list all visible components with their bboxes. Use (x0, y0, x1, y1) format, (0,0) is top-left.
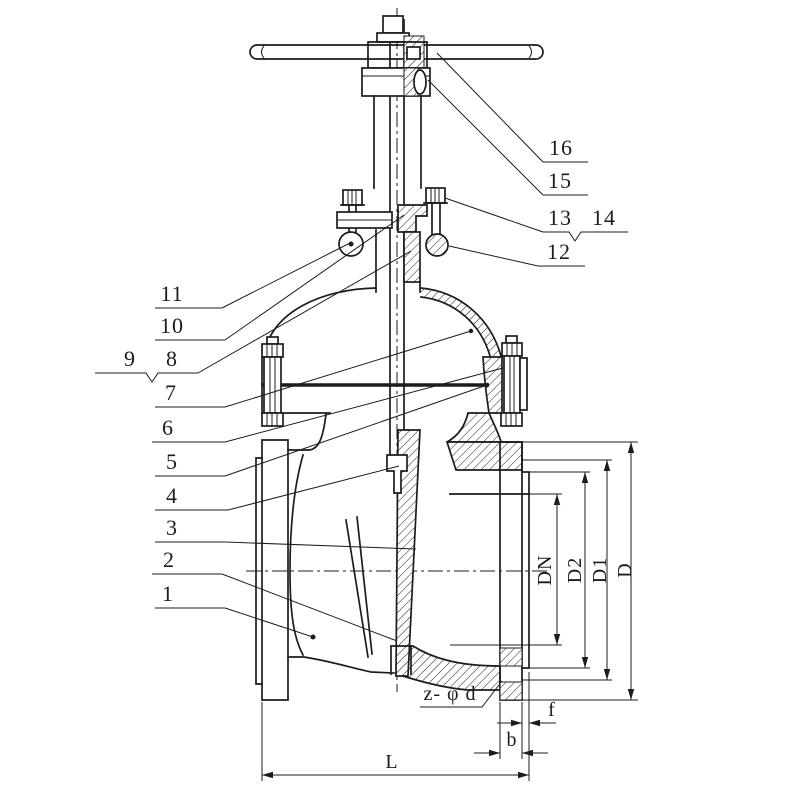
callout-leaders (95, 52, 628, 642)
callout-12: 12 (547, 239, 571, 264)
dimension-lines (261, 441, 638, 781)
callout-13: 13 (548, 205, 572, 230)
dim-label-dn: DN (534, 554, 556, 586)
callout-8: 8 (166, 346, 178, 371)
dim-label-d2: D2 (564, 556, 586, 584)
callout-4: 4 (166, 483, 178, 508)
dim-label-l: L (385, 751, 399, 773)
bonnet (263, 287, 503, 358)
callout-15: 15 (548, 168, 572, 193)
callout-2: 2 (163, 547, 175, 572)
callout-1: 1 (162, 581, 174, 606)
callout-7: 7 (165, 380, 177, 405)
dim-label-d: D (614, 562, 636, 578)
callout-10: 10 (160, 313, 184, 338)
dim-label-d1: D1 (589, 556, 611, 584)
bonnet-flange-joint (261, 335, 528, 427)
dim-label-bolt-holes: z- φ d (423, 683, 477, 705)
callout-14: 14 (592, 205, 616, 230)
callout-11: 11 (160, 281, 184, 306)
gland-packing-assembly (336, 187, 449, 293)
callout-5: 5 (166, 449, 178, 474)
dim-label-f: f (548, 699, 556, 721)
callout-3: 3 (166, 515, 178, 540)
handwheel-assembly (249, 15, 544, 189)
wedge-gate (345, 429, 421, 677)
callout-16: 16 (549, 135, 573, 160)
callout-6: 6 (162, 415, 174, 440)
right-flange (499, 441, 530, 701)
callout-9: 9 (124, 346, 136, 371)
dim-label-b: b (506, 729, 518, 751)
